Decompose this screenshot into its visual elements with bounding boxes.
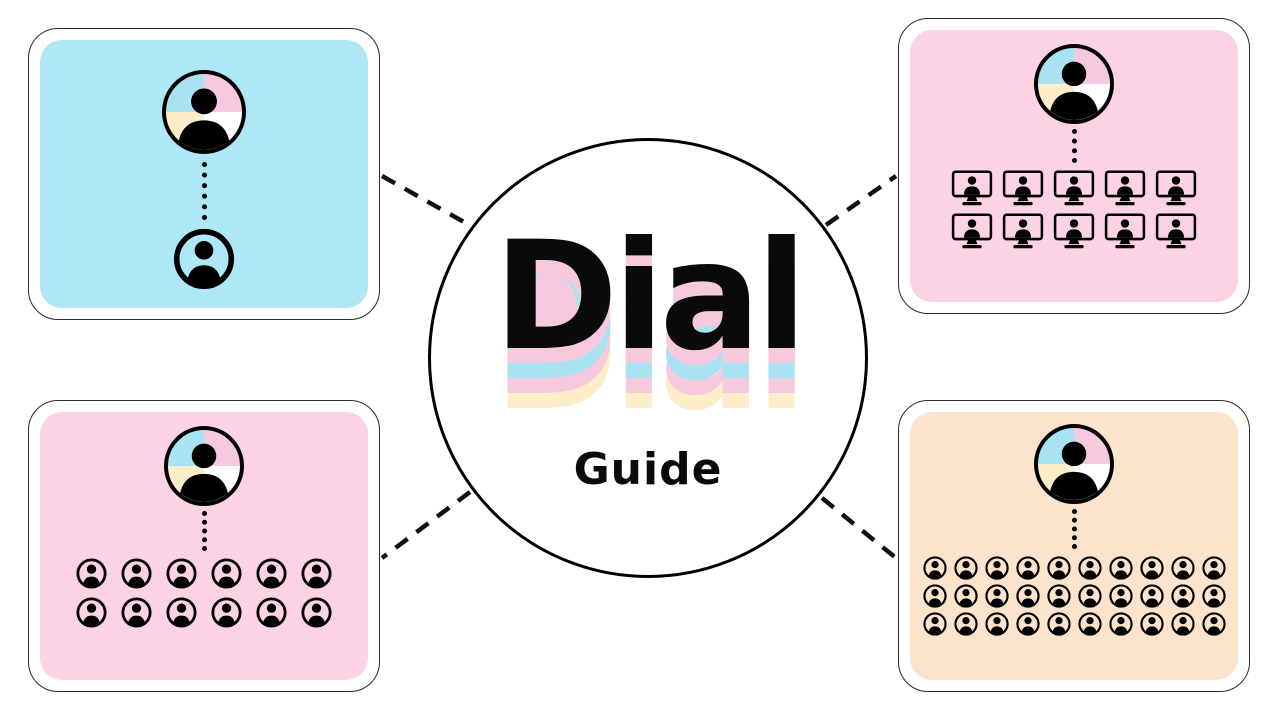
person-icon: [1170, 584, 1195, 608]
person-icon: [166, 597, 197, 628]
monitor-icon: [951, 213, 993, 250]
person-icon: [1015, 556, 1040, 580]
card-webcam-meeting-body: [910, 30, 1238, 302]
attendee-grid: [173, 228, 235, 290]
monitor-icon: [1002, 213, 1044, 250]
attendee-grid: [76, 558, 332, 628]
person-icon: [173, 228, 235, 290]
person-icon: [953, 556, 978, 580]
person-icon: [1015, 584, 1040, 608]
person-icon: [76, 558, 107, 589]
host-avatar-icon: [164, 426, 244, 506]
person-icon: [1108, 584, 1133, 608]
person-icon: [953, 612, 978, 636]
person-icon: [1108, 556, 1133, 580]
host-avatar-icon: [162, 70, 246, 154]
logo-echo-layer: Dial: [493, 224, 808, 399]
person-icon: [1201, 556, 1226, 580]
person-icon: [301, 558, 332, 589]
person-icon: [256, 558, 287, 589]
connector-line-bottom-left: [380, 490, 472, 560]
person-icon: [1170, 556, 1195, 580]
logo-counter-dot-pink: [522, 273, 576, 334]
person-icon: [301, 597, 332, 628]
dotted-link: [1071, 509, 1077, 549]
person-icon: [1015, 612, 1040, 636]
logo-counter-dot-blue: [674, 291, 722, 344]
person-icon: [984, 612, 1009, 636]
person-icon: [1108, 612, 1133, 636]
person-icon: [1077, 556, 1102, 580]
monitor-icon: [1053, 170, 1095, 207]
dotted-link: [201, 511, 207, 551]
person-icon: [1139, 556, 1164, 580]
person-icon: [1201, 612, 1226, 636]
card-large-group-body: [910, 412, 1238, 680]
center-logo-circle: Dial Dial Dial Dial Dial Guide: [428, 138, 868, 578]
logo-text: Dial: [493, 209, 808, 384]
attendee-grid: [922, 556, 1226, 636]
monitor-icon: [1104, 213, 1146, 250]
card-large-group: [898, 400, 1250, 692]
person-icon: [166, 558, 197, 589]
card-one-on-one: [28, 28, 380, 320]
attendee-grid: [951, 170, 1197, 250]
connector-line-top-right: [824, 174, 898, 227]
monitor-icon: [1155, 170, 1197, 207]
monitor-icon: [1155, 213, 1197, 250]
monitor-icon: [1053, 213, 1095, 250]
person-icon: [922, 584, 947, 608]
person-icon: [922, 556, 947, 580]
connector-line-bottom-right: [820, 496, 898, 560]
card-small-group: [28, 400, 380, 692]
monitor-icon: [1104, 170, 1146, 207]
monitor-icon: [1002, 170, 1044, 207]
person-icon: [1201, 584, 1226, 608]
dotted-link: [201, 162, 207, 220]
host-avatar-icon: [1034, 424, 1114, 504]
card-small-group-body: [40, 412, 368, 680]
person-icon: [1139, 584, 1164, 608]
person-icon: [121, 558, 152, 589]
person-icon: [1046, 612, 1071, 636]
dial-logo: Dial Dial Dial Dial Dial: [476, 209, 820, 432]
person-icon: [1139, 612, 1164, 636]
card-webcam-meeting: [898, 18, 1250, 314]
person-icon: [922, 612, 947, 636]
card-one-on-one-body: [40, 40, 368, 308]
person-icon: [1046, 584, 1071, 608]
logo-subtitle: Guide: [573, 443, 723, 495]
connector-line-top-left: [380, 174, 466, 224]
person-icon: [121, 597, 152, 628]
person-icon: [984, 584, 1009, 608]
person-icon: [211, 597, 242, 628]
person-icon: [1170, 612, 1195, 636]
person-icon: [1046, 556, 1071, 580]
person-icon: [984, 556, 1009, 580]
person-icon: [211, 558, 242, 589]
person-icon: [256, 597, 287, 628]
person-icon: [953, 584, 978, 608]
person-icon: [1077, 612, 1102, 636]
dotted-link: [1071, 129, 1077, 163]
person-icon: [1077, 584, 1102, 608]
host-avatar-icon: [1034, 44, 1114, 124]
monitor-icon: [951, 170, 993, 207]
person-icon: [76, 597, 107, 628]
